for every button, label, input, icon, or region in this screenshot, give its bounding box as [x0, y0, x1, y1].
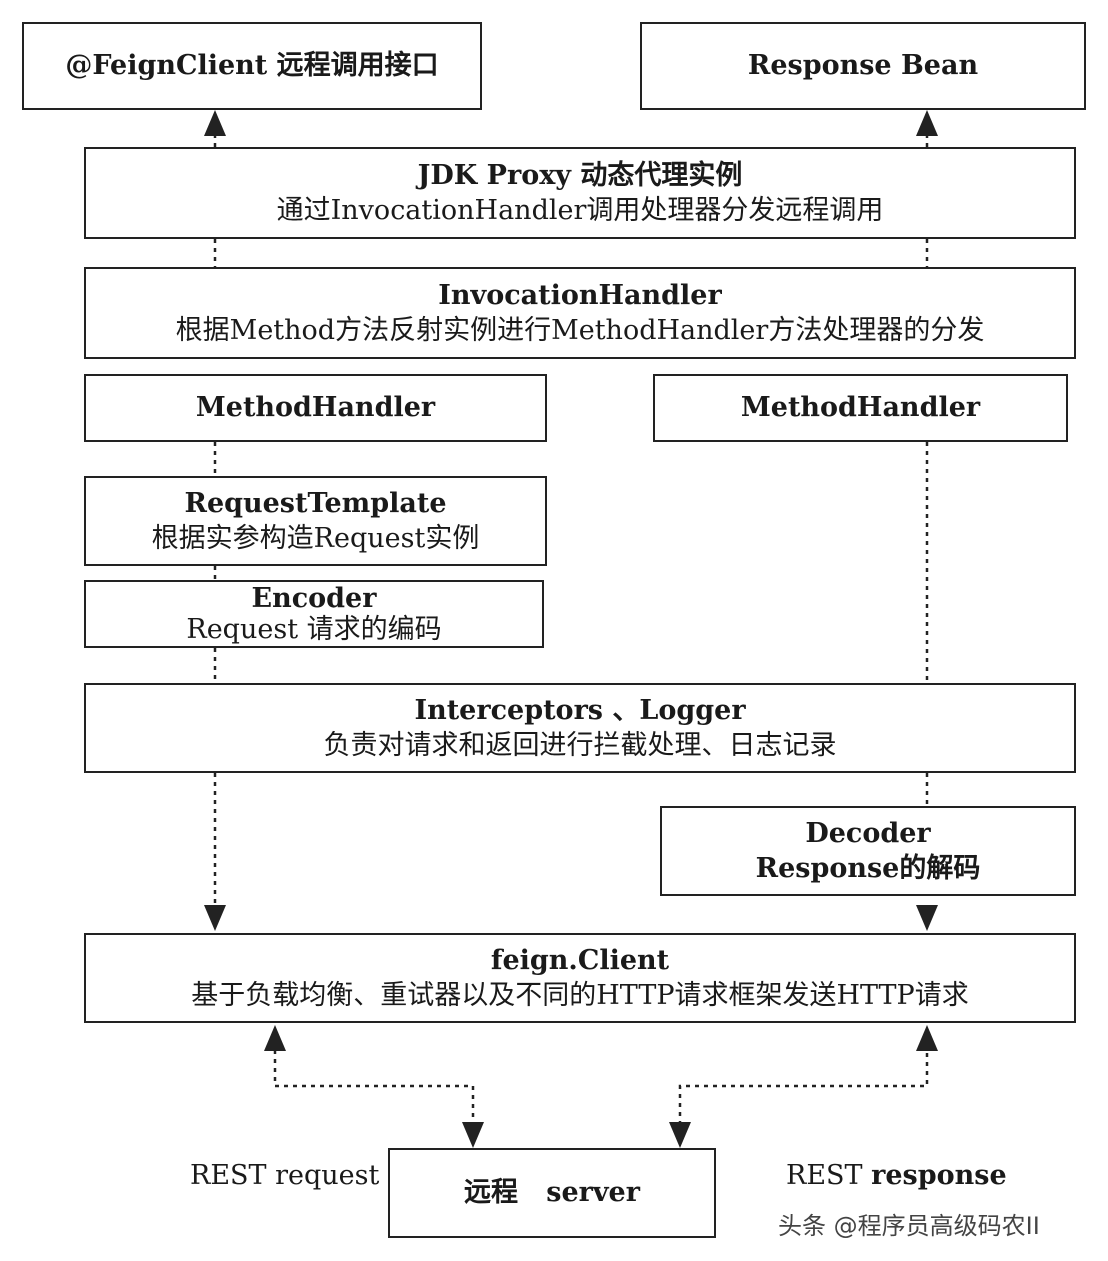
- arrow-up-feign-client-right: [916, 1025, 938, 1051]
- interceptors-logger-box: Interceptors 、Logger 负责对请求和返回进行拦截处理、日志记录: [84, 683, 1076, 773]
- invocation-handler-title: InvocationHandler: [438, 279, 722, 311]
- response-bean-title: Response Bean: [747, 50, 979, 82]
- jdk-proxy-box: JDK Proxy 动态代理实例 通过InvocationHandler调用处理…: [84, 147, 1076, 239]
- interceptors-logger-title: Interceptors 、Logger: [414, 694, 746, 726]
- arrow-down-remote-server-left: [462, 1122, 484, 1148]
- decoder-title: Decoder: [805, 817, 931, 849]
- remote-server-box: 远程 server: [388, 1148, 716, 1238]
- request-template-box: RequestTemplate 根据实参构造Request实例: [84, 476, 547, 566]
- feign-client-interface-title: @FeignClient 远程调用接口: [65, 50, 439, 82]
- encoder-box: Encoder Request 请求的编码: [84, 580, 544, 648]
- method-handler-right-title: MethodHandler: [740, 392, 981, 424]
- encoder-title: Encoder: [251, 582, 377, 614]
- arrow-up-feign-client-left: [264, 1025, 286, 1051]
- remote-server-title: 远程 server: [464, 1177, 640, 1209]
- response-bean-box: Response Bean: [640, 22, 1086, 110]
- watermark-text: 头条 @程序员高级码农II: [778, 1212, 1040, 1240]
- arrow-up-feign-interface: [204, 110, 226, 136]
- arrow-down-left-feign-client: [204, 905, 226, 931]
- method-handler-left-box: MethodHandler: [84, 374, 547, 442]
- decoder-subtitle: Response的解码: [755, 853, 981, 884]
- interceptors-logger-subtitle: 负责对请求和返回进行拦截处理、日志记录: [323, 730, 837, 761]
- rest-response-bold: response: [871, 1160, 1007, 1191]
- encoder-subtitle: Request 请求的编码: [186, 614, 442, 645]
- feign-client-subtitle: 基于负载均衡、重试器以及不同的HTTP请求框架发送HTTP请求: [191, 980, 969, 1011]
- arrow-down-remote-server-right: [669, 1122, 691, 1148]
- method-handler-right-box: MethodHandler: [653, 374, 1068, 442]
- rest-request-label: REST request: [190, 1160, 380, 1191]
- decoder-box: Decoder Response的解码: [660, 806, 1076, 896]
- request-template-subtitle: 根据实参构造Request实例: [151, 523, 480, 554]
- rest-response-path: [678, 1050, 929, 1125]
- rest-response-prefix: REST: [786, 1160, 872, 1191]
- method-handler-left-title: MethodHandler: [195, 392, 436, 424]
- jdk-proxy-subtitle: 通过InvocationHandler调用处理器分发远程调用: [276, 195, 884, 226]
- feign-client-box: feign.Client 基于负载均衡、重试器以及不同的HTTP请求框架发送HT…: [84, 933, 1076, 1023]
- arrow-down-right-feign-client: [916, 905, 938, 931]
- request-template-title: RequestTemplate: [184, 487, 447, 519]
- invocation-handler-subtitle: 根据Method方法反射实例进行MethodHandler方法处理器的分发: [175, 315, 985, 346]
- jdk-proxy-title: JDK Proxy 动态代理实例: [417, 159, 743, 191]
- feign-client-interface-box: @FeignClient 远程调用接口: [22, 22, 482, 110]
- rest-request-path: [273, 1050, 475, 1125]
- invocation-handler-box: InvocationHandler 根据Method方法反射实例进行Method…: [84, 267, 1076, 359]
- arrow-up-response-bean: [916, 110, 938, 136]
- rest-response-label: REST response: [786, 1160, 1007, 1191]
- feign-client-title: feign.Client: [490, 944, 670, 976]
